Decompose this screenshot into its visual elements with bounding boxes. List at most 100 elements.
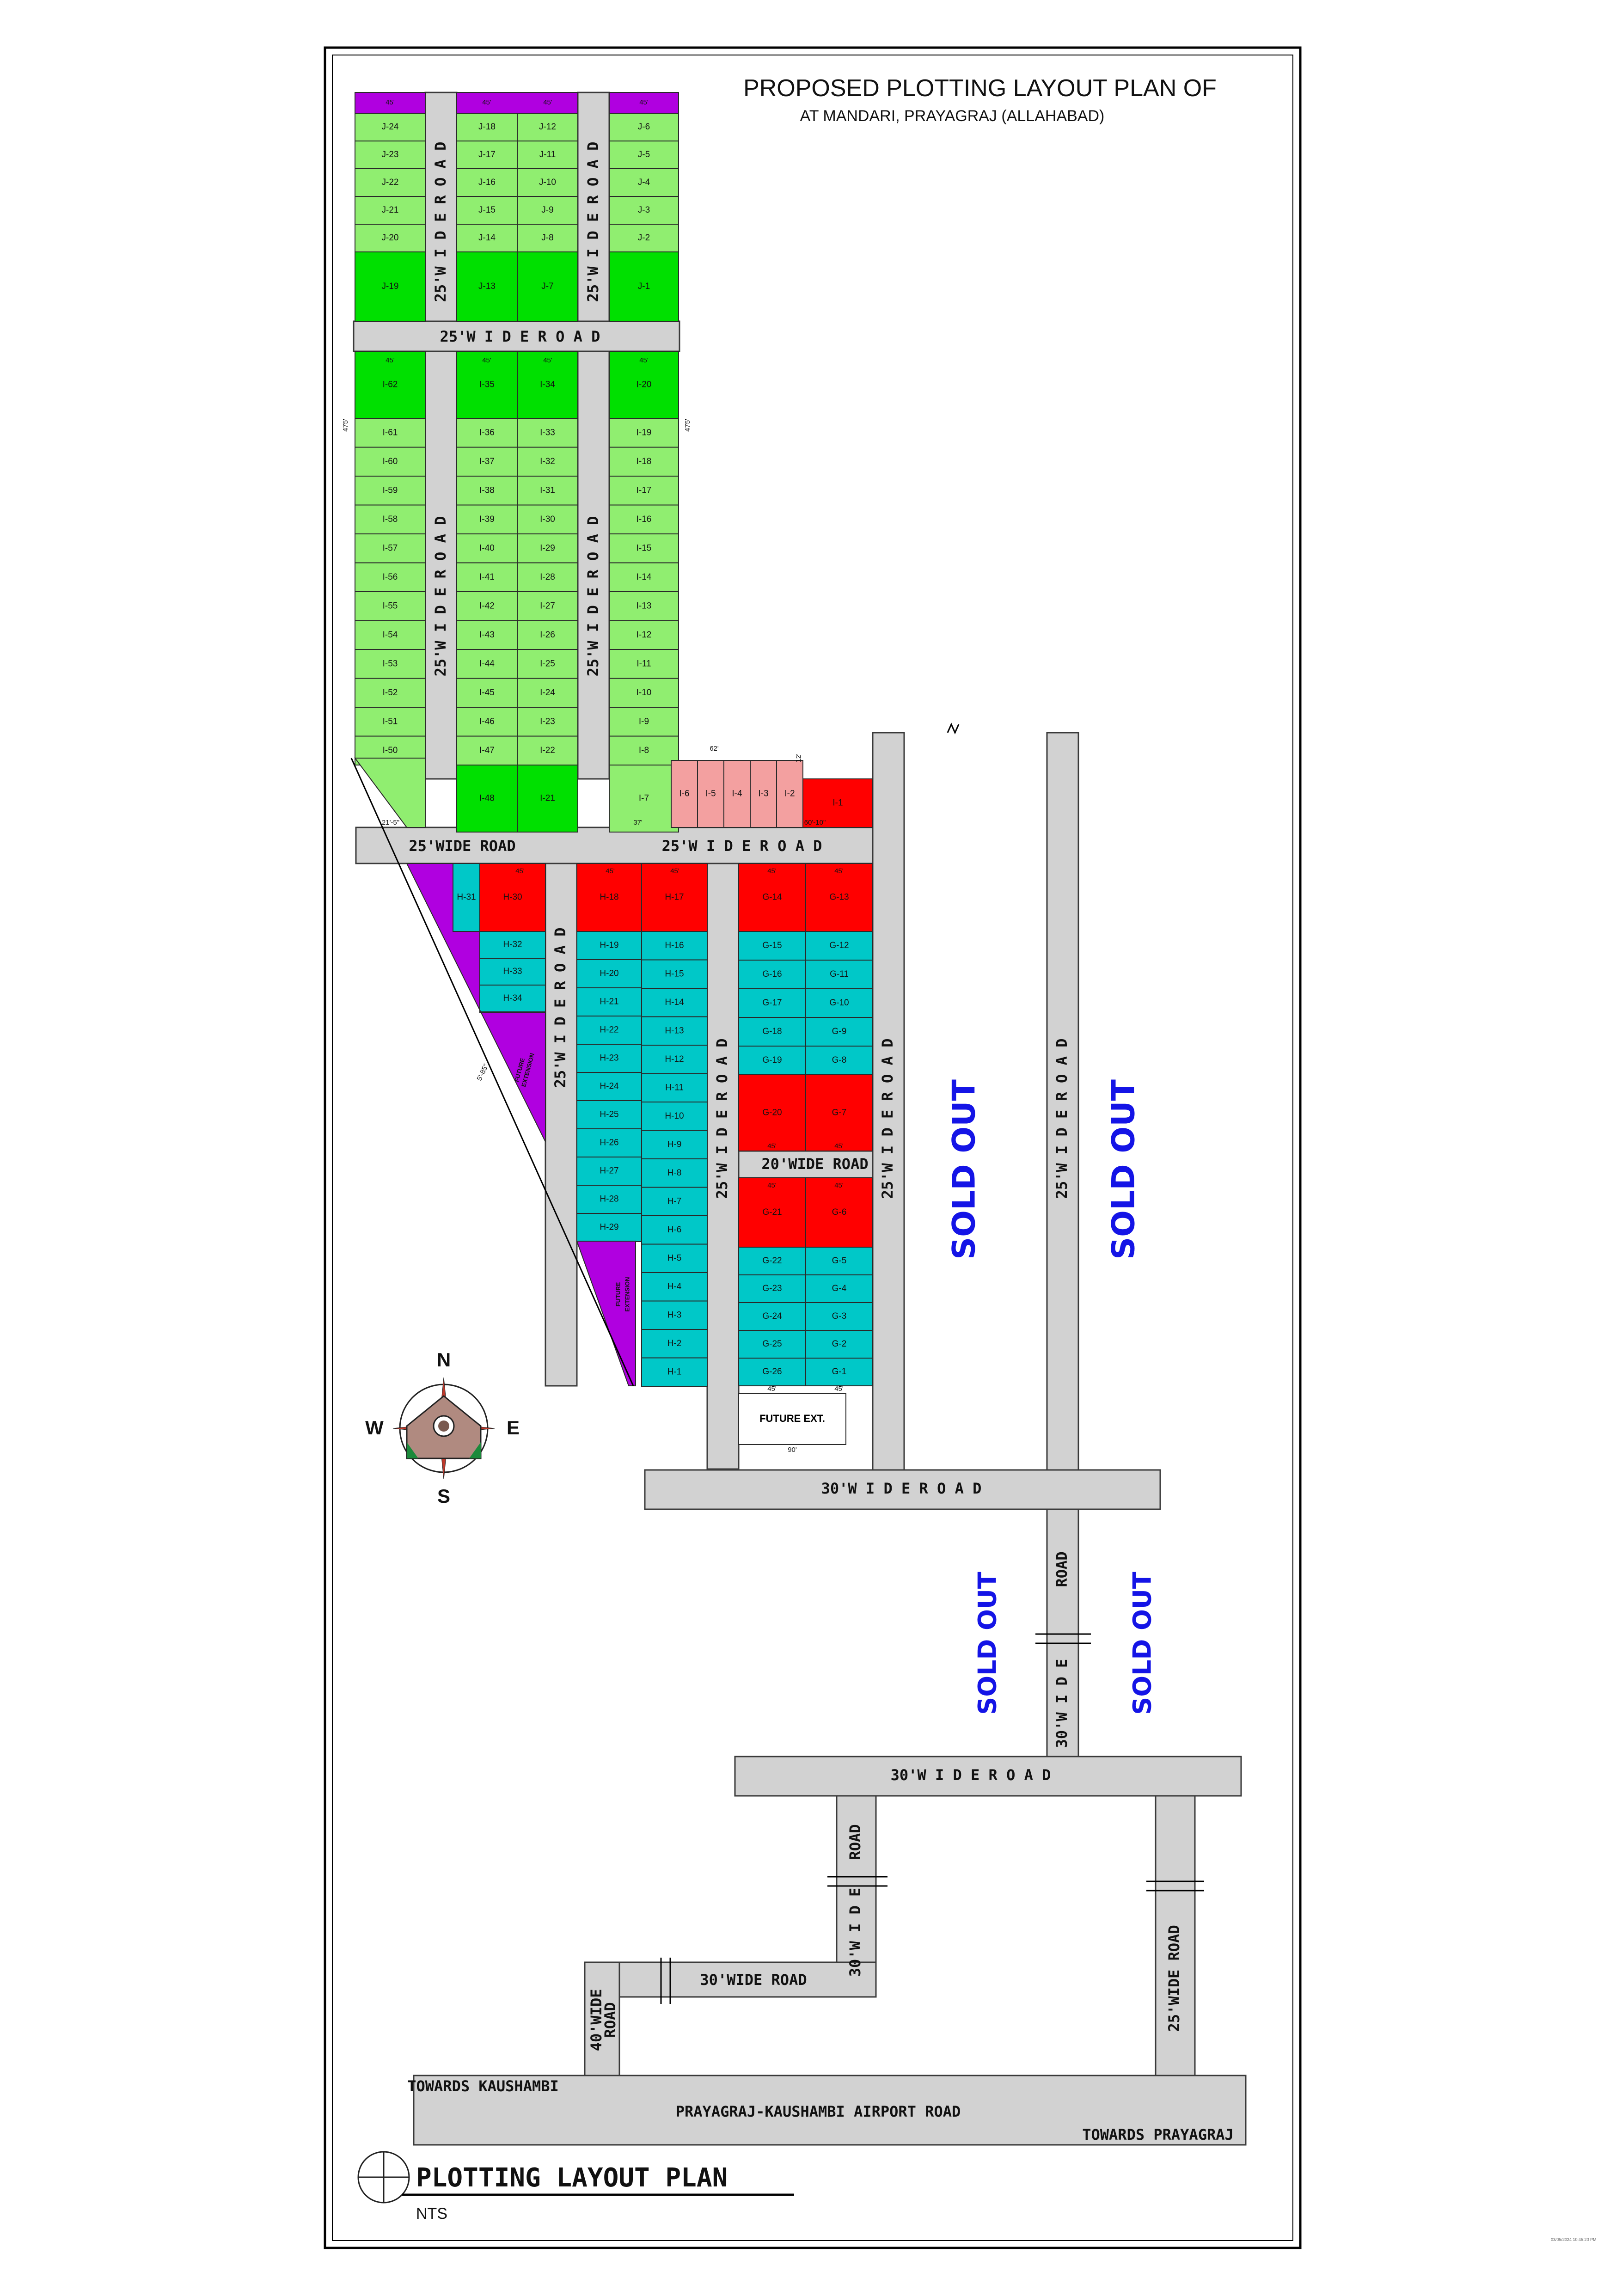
- compass-north: N: [437, 1349, 451, 1371]
- plot-i-16: I-16: [609, 504, 679, 534]
- plot-label: H-22: [600, 1025, 618, 1035]
- plot-i-19: I-19: [609, 418, 679, 448]
- plot-i-2: I-2: [776, 760, 803, 828]
- plot-i-49-triangle: [354, 758, 426, 828]
- plot-label: I-29: [540, 543, 555, 553]
- dimension-tag: 45': [639, 98, 649, 106]
- plot-i-31: I-31: [517, 476, 578, 506]
- plot-j-23: J-23: [355, 141, 426, 169]
- plot-i-43: I-43: [456, 620, 518, 650]
- plot-i-24: I-24: [517, 678, 578, 708]
- plot-label: J-21: [382, 205, 399, 215]
- future-extension-label-c: FUTURE: [614, 1282, 621, 1306]
- plot-h-28: H-28: [576, 1185, 642, 1214]
- plot-label: J-5: [638, 150, 650, 159]
- plot-label: I-18: [637, 457, 652, 466]
- plot-label: I-9: [639, 716, 649, 726]
- plot-h-27: H-27: [576, 1157, 642, 1186]
- plot-label: H-24: [600, 1082, 619, 1091]
- plot-g-2: G-2: [805, 1330, 873, 1359]
- plot-label: I-53: [383, 659, 398, 668]
- plot-label: I-41: [479, 572, 495, 582]
- road-25-horizontal-top: [353, 320, 680, 352]
- plot-j-13: J-13: [456, 251, 518, 322]
- plot-label: J-11: [539, 150, 556, 159]
- road-label-g-west: 25'W I D E R O A D: [713, 1039, 731, 1199]
- plot-label: I-4: [732, 789, 742, 799]
- plot-h-31: H-31: [453, 863, 480, 932]
- plot-i-23: I-23: [517, 707, 578, 737]
- plot-i-22: I-22: [517, 735, 578, 765]
- plot-label: J-19: [382, 282, 399, 291]
- road-label-i-east: 25'W I D E R O A D: [584, 516, 602, 677]
- road-30-horizontal-upper: [644, 1469, 1161, 1510]
- plot-i-29: I-29: [517, 533, 578, 563]
- dim-12: 12': [795, 753, 802, 763]
- future-ext-label: FUTURE EXT.: [759, 1413, 825, 1424]
- plot-i-14: I-14: [609, 562, 679, 592]
- plot-i-34: I-34: [517, 351, 578, 419]
- road-25-h-block: [545, 863, 578, 1387]
- plot-label: I-13: [637, 601, 652, 611]
- plot-j-18: J-18: [456, 113, 518, 141]
- plot-i-9: I-9: [609, 707, 679, 737]
- plot-g-22: G-22: [738, 1247, 806, 1275]
- plot-label: I-23: [540, 716, 555, 726]
- plot-i-40: I-40: [456, 533, 518, 563]
- plot-label: H-27: [600, 1166, 618, 1176]
- plot-i-54: I-54: [355, 620, 426, 650]
- plot-j-7: J-7: [517, 251, 578, 322]
- plot-label: G-18: [762, 1027, 782, 1036]
- compass-west: W: [365, 1417, 384, 1439]
- legend-heading: PLOTTING LAYOUT PLAN: [416, 2163, 728, 2193]
- road-label-j-west: 25'W I D E R O A D: [432, 142, 449, 302]
- plot-g-25: G-25: [738, 1330, 806, 1359]
- plot-g-6: G-6: [805, 1177, 873, 1248]
- dimension-tag: 45': [767, 1385, 777, 1393]
- plot-i-38: I-38: [456, 476, 518, 506]
- dimension-tag: 45': [767, 867, 777, 875]
- plot-h-10: H-10: [641, 1102, 708, 1131]
- plot-h-29: H-29: [576, 1213, 642, 1242]
- plot-label: H-7: [667, 1196, 682, 1206]
- plot-label: G-7: [832, 1108, 847, 1118]
- plot-i-15: I-15: [609, 533, 679, 563]
- plot-i-27: I-27: [517, 591, 578, 621]
- road-30-vertical: [1046, 1508, 1079, 1762]
- plots-layer: J-24J-23J-22J-21J-20J-19J-18J-17J-16J-15…: [355, 98, 873, 1393]
- plot-g-16: G-16: [738, 960, 806, 989]
- plot-h-13: H-13: [641, 1016, 708, 1046]
- future-extension-h-south: [576, 1241, 636, 1386]
- plot-label: H-14: [665, 998, 684, 1007]
- plot-label: H-10: [665, 1111, 684, 1121]
- plot-label: J-13: [478, 282, 496, 291]
- plot-label: I-56: [383, 572, 398, 582]
- plot-label: H-30: [503, 893, 522, 902]
- plot-j-16: J-16: [456, 168, 518, 197]
- plot-g-10: G-10: [805, 988, 873, 1018]
- plot-label: J-9: [541, 205, 553, 215]
- plot-label: G-26: [762, 1367, 782, 1377]
- plot-label: G-8: [832, 1055, 847, 1065]
- future-ext-plot: [738, 1393, 846, 1445]
- plot-j-6: J-6: [609, 113, 679, 141]
- plot-label: J-18: [478, 122, 496, 132]
- plot-j-22: J-22: [355, 168, 426, 197]
- plot-label: G-2: [832, 1339, 847, 1349]
- plot-label: G-14: [762, 893, 782, 902]
- plot-i-21: I-21: [517, 765, 578, 833]
- dimension-tag: 45': [543, 356, 552, 364]
- plot-label: I-31: [540, 485, 555, 495]
- road-label-40-a: 40'WIDE: [588, 1989, 605, 2051]
- plot-i-6: I-6: [671, 760, 698, 828]
- road-label-30-zigzag-horizontal: 30'WIDE ROAD: [700, 1971, 807, 1989]
- dimension-tag: 45': [515, 867, 525, 875]
- plot-label: I-38: [479, 485, 495, 495]
- plot-label: I-45: [479, 688, 495, 698]
- plot-g-21: G-21: [738, 1177, 806, 1248]
- plot-label: I-20: [637, 380, 652, 390]
- plot-g-12: G-12: [805, 931, 873, 961]
- road-label-30-lower: 30'W I D E R O A D: [891, 1766, 1051, 1784]
- plot-label: I-61: [383, 428, 398, 437]
- plot-g-13: G-13: [805, 863, 873, 932]
